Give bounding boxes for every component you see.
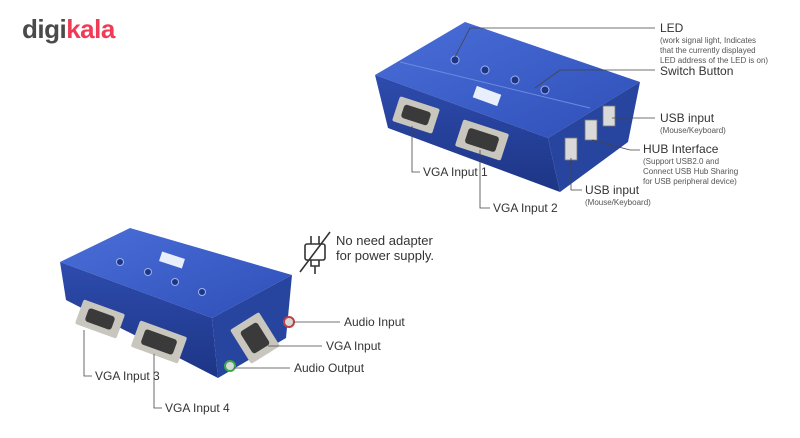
label-vga-input-3: VGA Input 3: [95, 369, 160, 383]
usb-port-hub: [564, 137, 578, 161]
power-note-line-2: for power supply.: [336, 248, 435, 263]
label-audio-input: Audio Input: [344, 315, 405, 329]
usb-port-right-2: [602, 105, 616, 127]
led-button-2: [480, 65, 490, 75]
bottom-callout-lines: [83, 321, 340, 409]
audio-output-jack: [224, 360, 236, 372]
usb-port-right-1: [584, 119, 598, 141]
label-usb-input-bottom-desc: (Mouse/Keyboard): [585, 198, 651, 207]
brand-part2: kala: [66, 14, 115, 44]
label-led-desc-2: that the currently displayed: [660, 46, 756, 55]
bottom-led-3: [171, 278, 179, 286]
label-led: LED: [660, 21, 684, 35]
label-hub-interface: HUB Interface: [643, 142, 719, 156]
vga-port-2: [455, 119, 509, 161]
label-hub-desc-1: (Support USB2.0 and: [643, 157, 720, 166]
bottom-led-4: [198, 288, 206, 296]
label-vga-input-4: VGA Input 4: [165, 401, 230, 415]
label-vga-input-1: VGA Input 1: [423, 165, 488, 179]
power-note-line-1: No need adapter: [336, 233, 433, 248]
top-callout-lines: [411, 27, 655, 209]
bottom-led-2: [144, 268, 152, 276]
no-power-adapter-icon: [299, 231, 331, 274]
label-led-desc-1: (work signal light, Indicates: [660, 36, 757, 45]
vga-port-1: [392, 96, 440, 134]
audio-input-jack: [283, 316, 295, 328]
bottom-device-top-face: [60, 228, 292, 318]
label-usb-input-bottom: USB input: [585, 183, 640, 197]
label-hub-desc-2: Connect USB Hub Sharing: [643, 167, 739, 176]
top-kvm-device: [375, 22, 640, 192]
label-switch-button: Switch Button: [660, 64, 734, 78]
bottom-device-badge: [159, 251, 185, 269]
vga-port-console: [230, 312, 280, 364]
bottom-led-1: [116, 258, 124, 266]
led-button-4: [540, 85, 550, 95]
top-device-top-face: [375, 22, 640, 138]
label-audio-output: Audio Output: [294, 361, 365, 375]
vga-port-3: [75, 299, 125, 339]
power-note: No need adapter for power supply.: [336, 233, 434, 263]
led-button-3: [510, 75, 520, 85]
brand-logo: digikala: [22, 14, 115, 45]
brand-part1: digi: [22, 14, 67, 44]
label-led-desc-3: LED address of the LED is on): [660, 56, 769, 65]
label-usb-input-right: USB input: [660, 111, 715, 125]
label-vga-input-2: VGA Input 2: [493, 201, 558, 215]
bottom-kvm-device: [60, 228, 295, 378]
label-usb-input-right-desc: (Mouse/Keyboard): [660, 126, 726, 135]
label-hub-desc-3: for USB peripheral device): [643, 177, 737, 186]
vga-port-4: [131, 320, 187, 364]
led-button-1: [450, 55, 460, 65]
label-vga-input: VGA Input: [326, 339, 381, 353]
device-badge: [472, 85, 502, 107]
